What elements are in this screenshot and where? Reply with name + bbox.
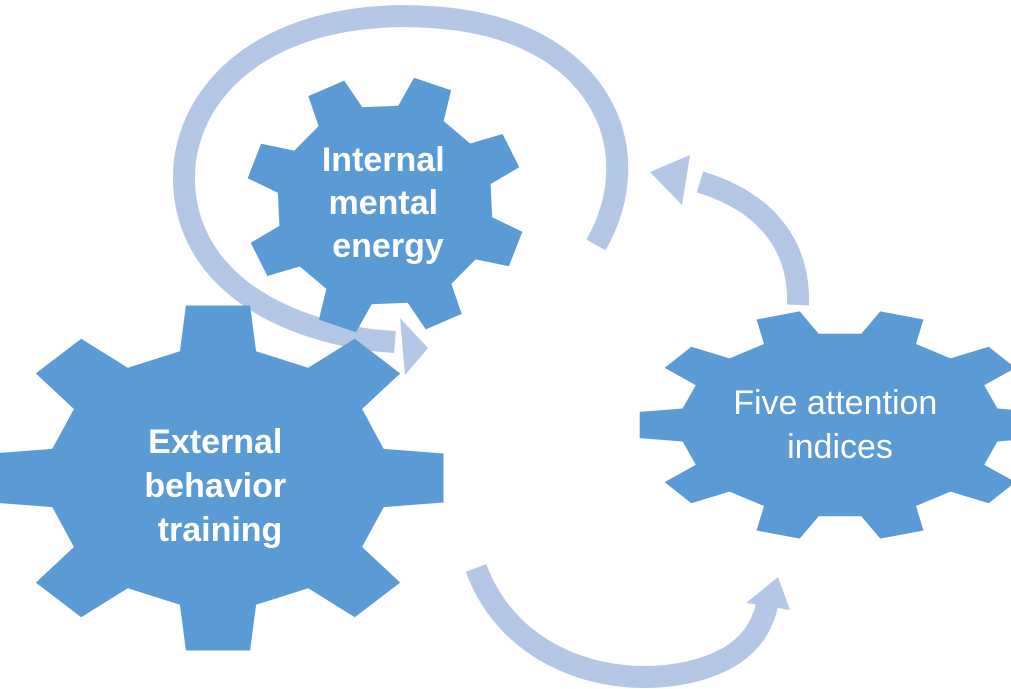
- external-label-line-3: training: [158, 511, 283, 549]
- external-gear-shape: [0, 305, 444, 651]
- internal-gear-label: Internal mental energy: [322, 141, 454, 265]
- attention-to-internal-arrowhead: [650, 155, 690, 205]
- attention-gear-label: Five attention indices: [733, 384, 947, 466]
- arrows: [173, 5, 810, 688]
- external-gear-label: External behavior training: [144, 423, 295, 549]
- internal-label-line-2: mental: [328, 184, 438, 222]
- attention-gear-shape: [639, 311, 1011, 539]
- cycle-loop-arrow: [173, 5, 629, 353]
- external-label-line-1: External: [148, 423, 282, 461]
- cycle-loop-arrowhead: [400, 318, 428, 375]
- internal-gear-shape: [247, 77, 523, 333]
- internal-mental-energy-gear: [247, 77, 523, 333]
- five-attention-indices-gear: [639, 311, 1011, 539]
- external-behavior-training-gear: [0, 305, 444, 651]
- internal-label-line-3: energy: [332, 227, 444, 265]
- attention-label-line-1: Five attention: [733, 384, 937, 422]
- bottom-to-attention-arrow: [465, 563, 779, 688]
- attention-to-internal-arrow: [696, 171, 810, 306]
- bottom-to-attention-arrowhead: [746, 577, 790, 610]
- internal-label-line-1: Internal: [322, 141, 445, 179]
- external-label-line-2: behavior: [144, 467, 286, 505]
- attention-label-line-2: indices: [787, 428, 893, 466]
